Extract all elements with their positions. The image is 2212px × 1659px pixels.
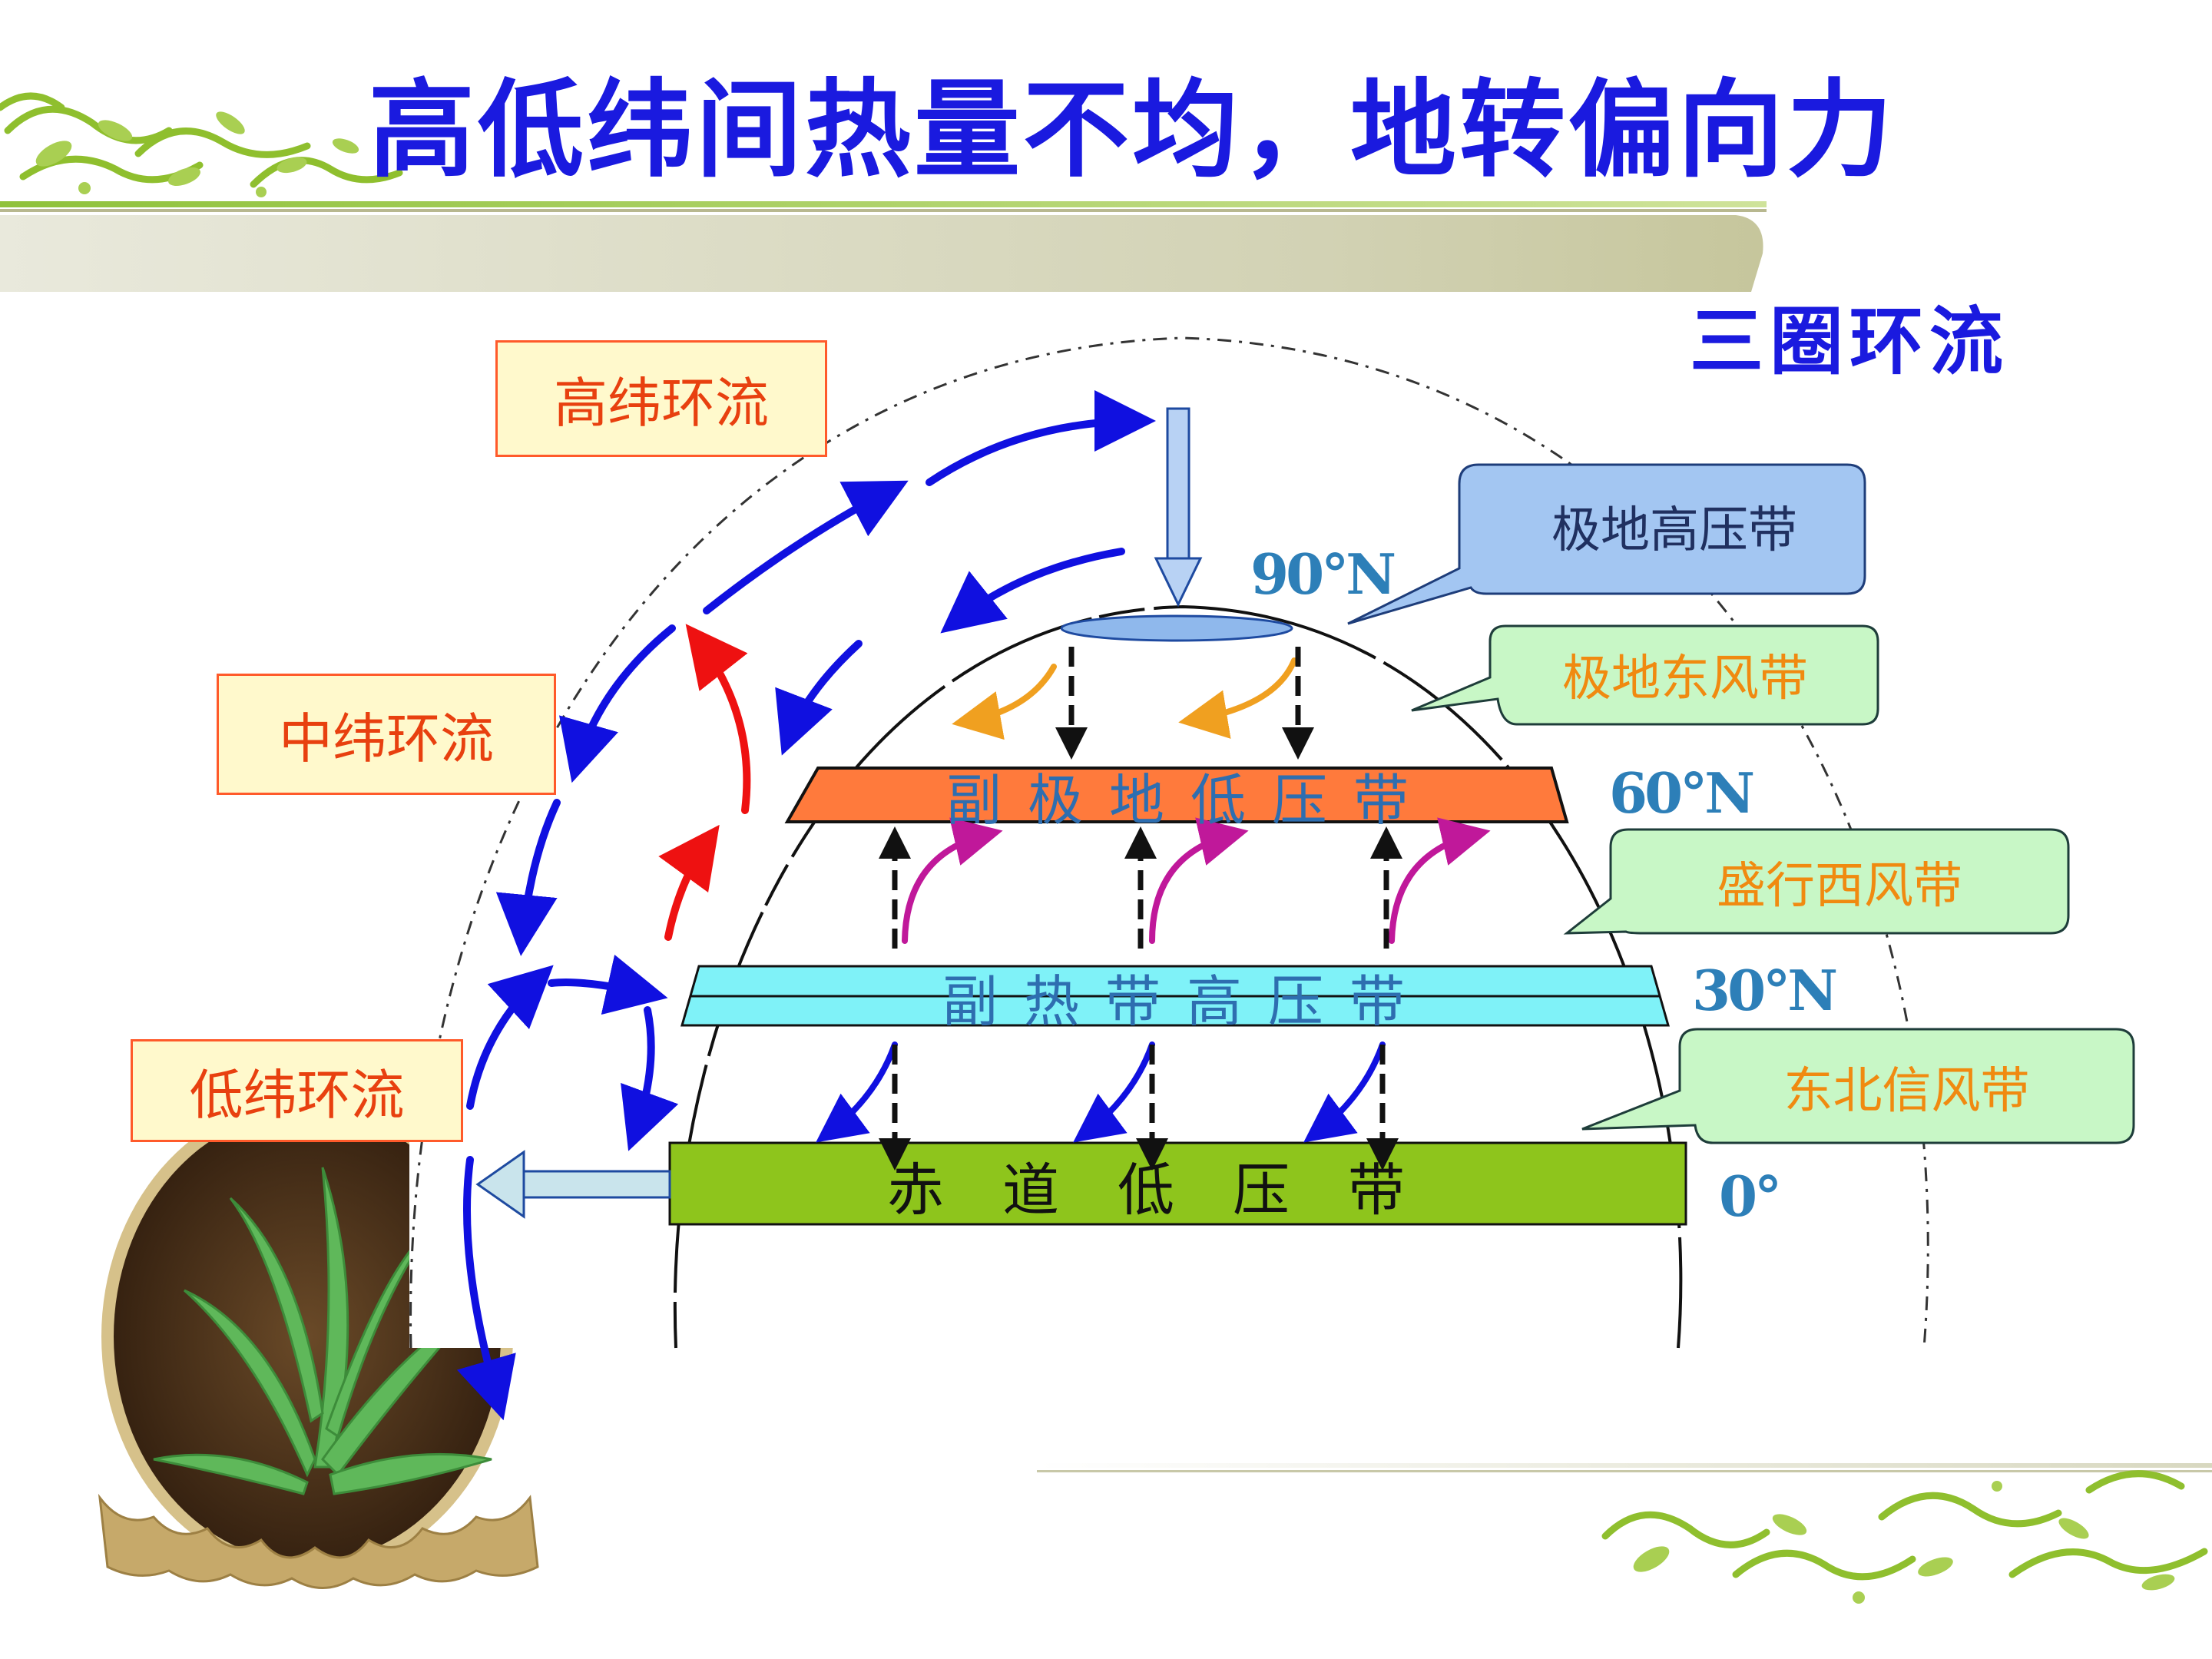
high-latitude-circulation-label: 高纬环流 xyxy=(495,340,827,457)
polar-easterlies-label: 极地东风带 xyxy=(1562,651,1808,707)
footer-decoration xyxy=(1037,1463,2212,1604)
subpolar-low-label: 副极地低压带 xyxy=(945,767,1435,833)
westerly-arrows xyxy=(902,817,1491,944)
callout-polar-easterlies xyxy=(1411,624,1879,726)
equatorial-low-band xyxy=(668,1141,1687,1226)
high-latitude-circulation xyxy=(775,390,1156,756)
callout-trade-winds xyxy=(1581,1028,2135,1144)
polar-sinking-arrow xyxy=(1154,407,1203,608)
subpolar-low-band xyxy=(784,767,1569,823)
subtropical-high-band xyxy=(680,965,1670,1027)
mid-latitude-circulation xyxy=(495,480,909,956)
trade-wind-arrows xyxy=(816,1041,1386,1143)
polar-easterly-arrows xyxy=(952,657,1297,740)
polar-high-label: 极地高压带 xyxy=(1551,502,1797,559)
westerlies-label: 盛行西风带 xyxy=(1717,858,1962,915)
latitude-60n: 60°N xyxy=(1609,760,1755,826)
polar-high-ellipse xyxy=(1060,614,1293,642)
callout-westerlies xyxy=(1563,828,2070,935)
latitude-90n: 90°N xyxy=(1250,541,1396,607)
mid-latitude-circulation-label: 中纬环流 xyxy=(217,674,556,795)
subtropical-high-label: 副热带高压带 xyxy=(942,969,1431,1034)
callout-polar-high xyxy=(1347,463,1866,625)
equatorial-low-label: 赤道低压带 xyxy=(887,1157,1463,1224)
equatorial-outflow-arrow xyxy=(475,1150,671,1219)
low-latitude-circulation xyxy=(456,954,679,1421)
latitude-30n: 30°N xyxy=(1692,958,1838,1023)
vertical-motion-arrows xyxy=(879,647,1402,1171)
low-latitude-circulation-label: 低纬环流 xyxy=(131,1039,463,1142)
plant-image xyxy=(98,1098,539,1589)
slide-title: 高低纬间热量不均，地转偏向力 xyxy=(369,68,1896,192)
latitude-0: 0° xyxy=(1719,1164,1782,1229)
trade-winds-label: 东北信风带 xyxy=(1783,1063,2030,1120)
slide-subtitle: 三圈环流 xyxy=(1690,299,2009,385)
header-decoration xyxy=(0,92,1767,292)
